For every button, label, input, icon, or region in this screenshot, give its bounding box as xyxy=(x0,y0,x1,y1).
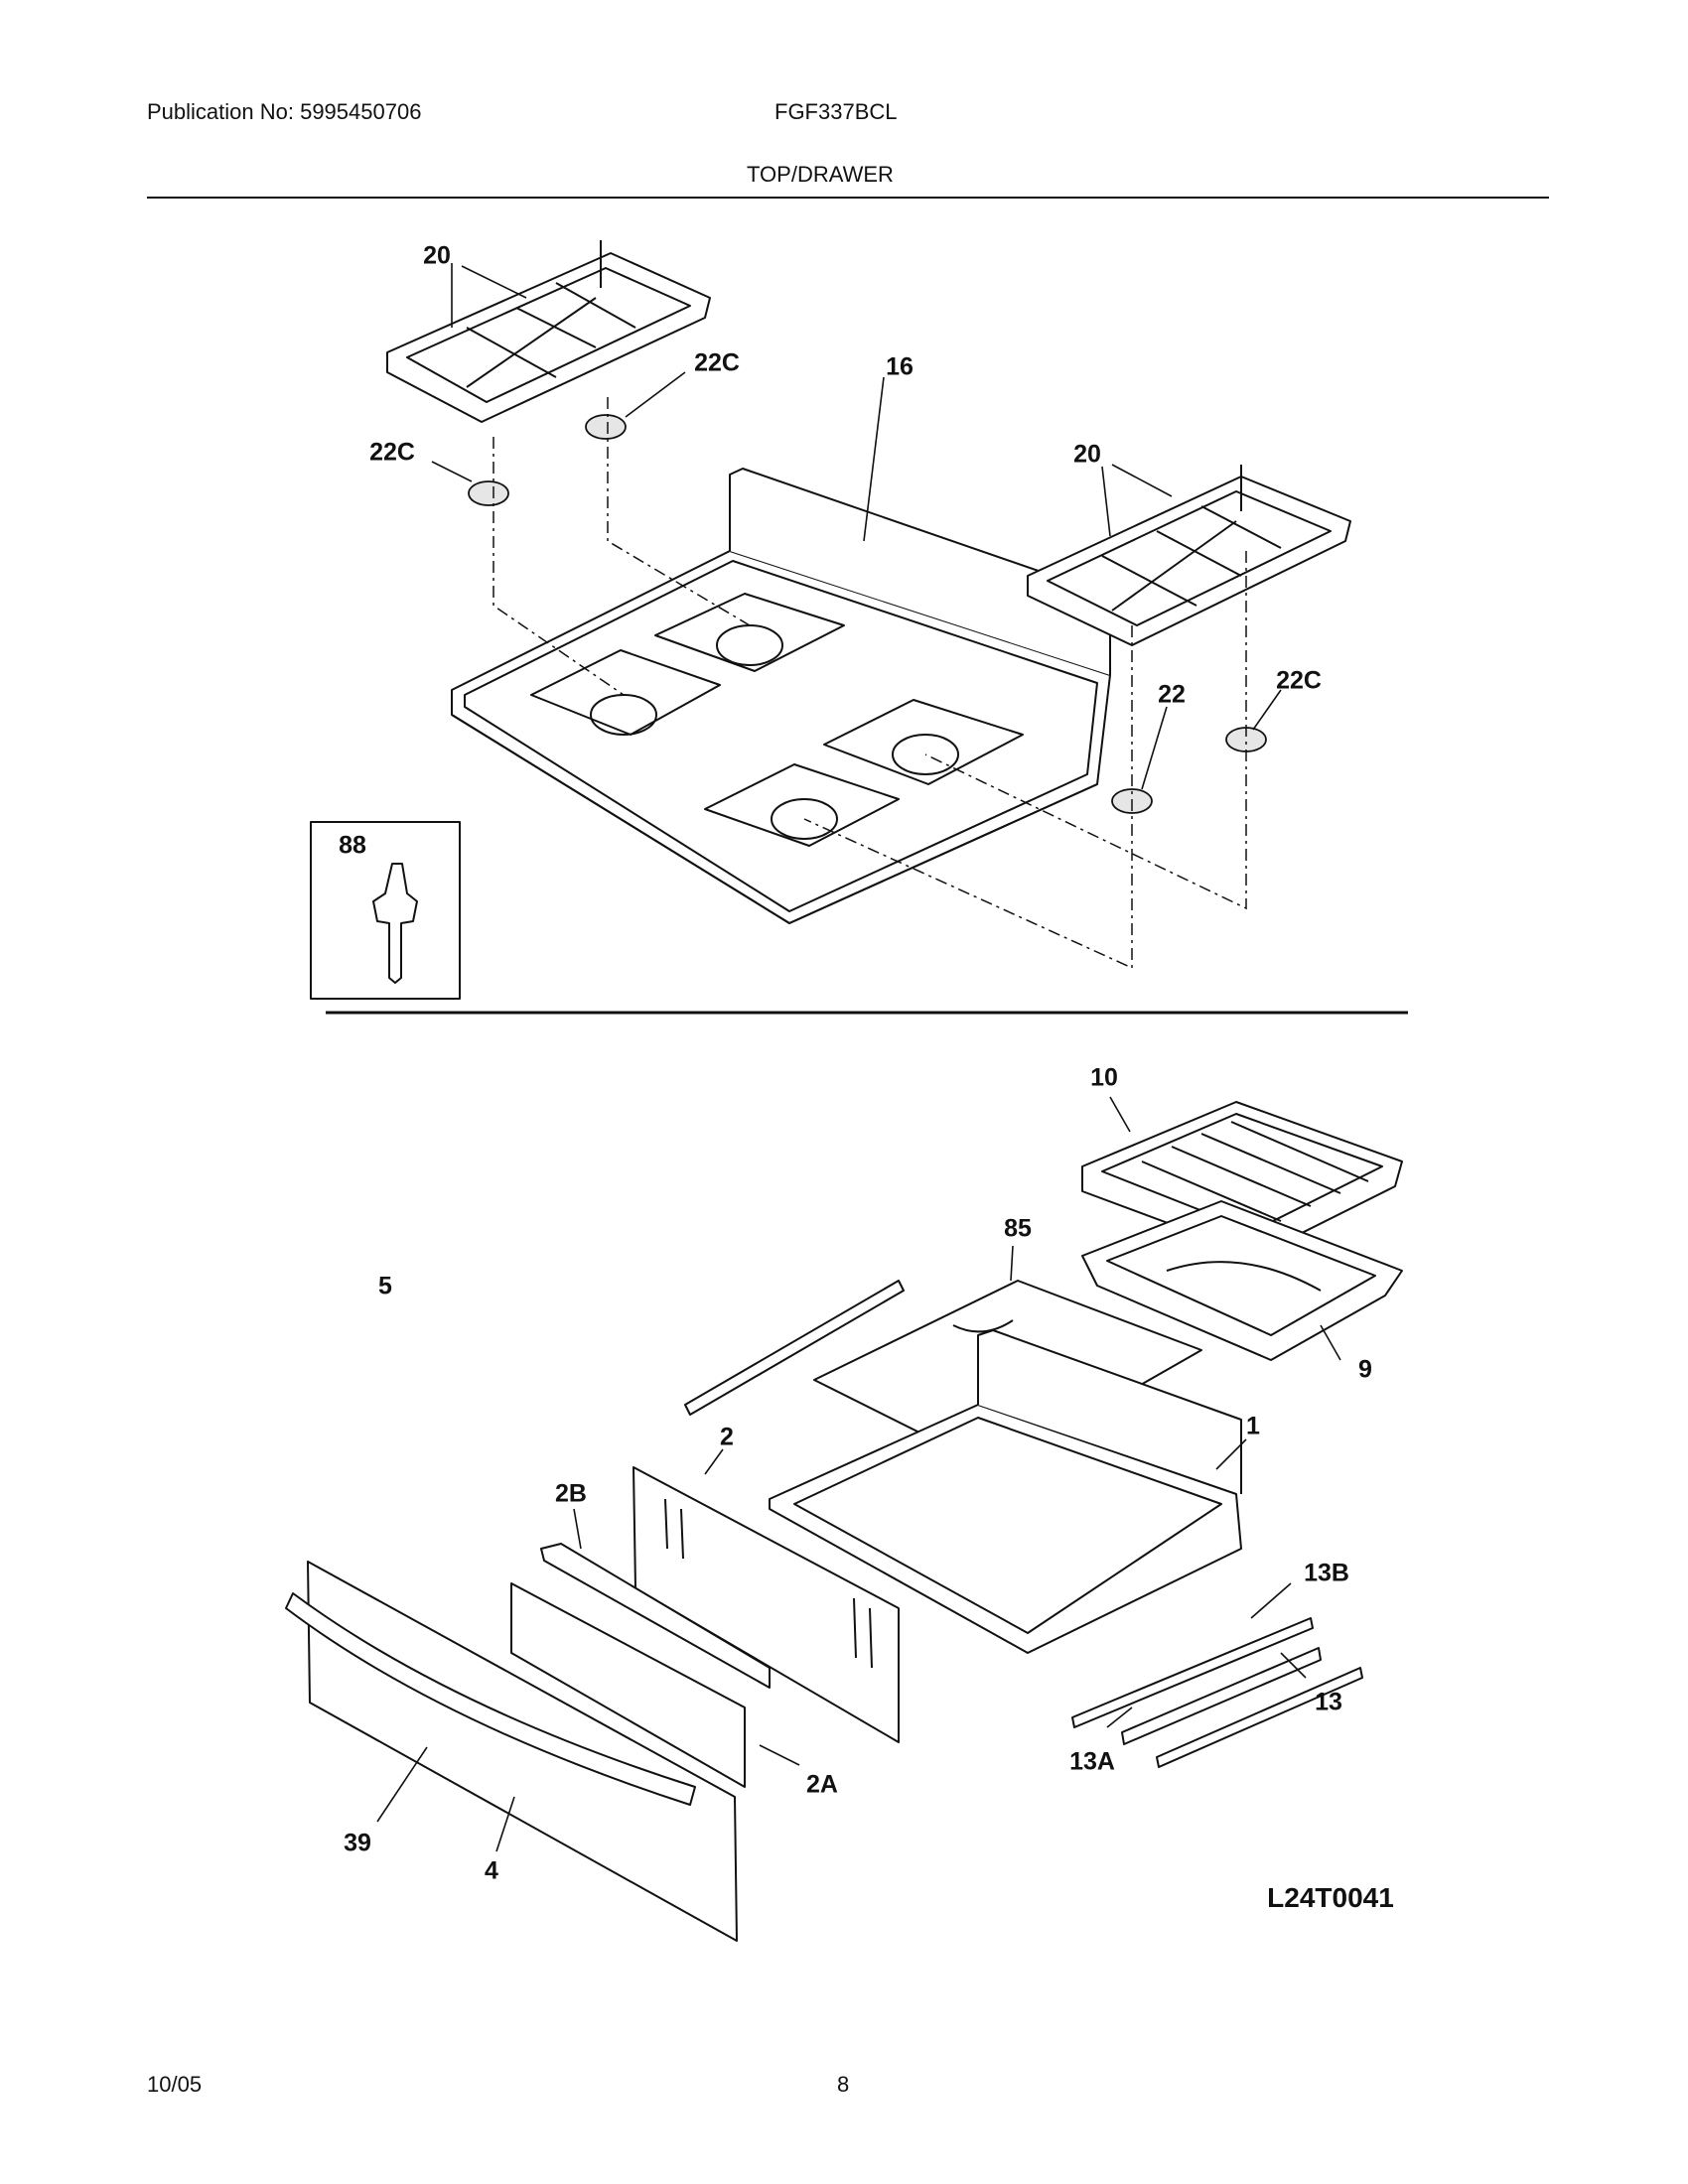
drawing-code: L24T0041 xyxy=(1267,1882,1394,1913)
part-label: 22C xyxy=(369,438,415,467)
part-label: 13A xyxy=(1069,1747,1115,1776)
leader-lines-top xyxy=(431,263,1282,790)
broil-pan xyxy=(1081,1200,1403,1361)
part-label: 1 xyxy=(1246,1412,1260,1440)
part-label: 2B xyxy=(555,1479,587,1508)
footer-date: 10/05 xyxy=(147,2072,203,2097)
part-label: 2A xyxy=(806,1770,838,1799)
part-label: 9 xyxy=(1358,1355,1372,1384)
publication-number: Publication No: 5995450706 xyxy=(147,99,422,124)
section-title: TOP/DRAWER xyxy=(747,162,894,187)
alignment-dashed-lines xyxy=(492,397,1247,970)
leader-lines-bottom xyxy=(376,1096,1341,1852)
page-number: 8 xyxy=(837,2072,850,2097)
drawer-front xyxy=(285,1561,738,1942)
drawer-trim-strip xyxy=(510,1543,771,1788)
part-label: 13 xyxy=(1315,1688,1342,1716)
drawer-side-rail xyxy=(684,1280,905,1416)
drawer-back-panel xyxy=(633,1466,900,1743)
part-label: 2 xyxy=(720,1423,734,1451)
header-rule xyxy=(147,197,1549,199)
part-label: 22C xyxy=(1276,666,1322,695)
part-label: 13B xyxy=(1304,1559,1349,1587)
cooktop-main-top xyxy=(451,468,1111,924)
part-label: 39 xyxy=(344,1829,371,1857)
part-label: 16 xyxy=(886,352,914,381)
broil-pan-grid xyxy=(1081,1101,1403,1257)
part-label: 20 xyxy=(1073,440,1101,469)
part-label: 4 xyxy=(485,1856,498,1885)
burner-caps xyxy=(468,414,1267,814)
inset-screw-box xyxy=(310,821,461,1000)
drawer-slides xyxy=(1071,1617,1363,1768)
part-label: 88 xyxy=(339,831,366,860)
part-label: 22C xyxy=(694,348,740,377)
right-burner-grate xyxy=(1027,465,1351,646)
part-label: 85 xyxy=(1004,1214,1032,1243)
part-label: 22 xyxy=(1158,680,1186,709)
part-label: 20 xyxy=(423,241,451,270)
left-burner-grate xyxy=(386,240,711,423)
drawer-pan-body xyxy=(769,1329,1242,1654)
part-label: 10 xyxy=(1090,1063,1118,1092)
part-label: 5 xyxy=(378,1272,392,1300)
model-number: FGF337BCL xyxy=(774,99,898,124)
